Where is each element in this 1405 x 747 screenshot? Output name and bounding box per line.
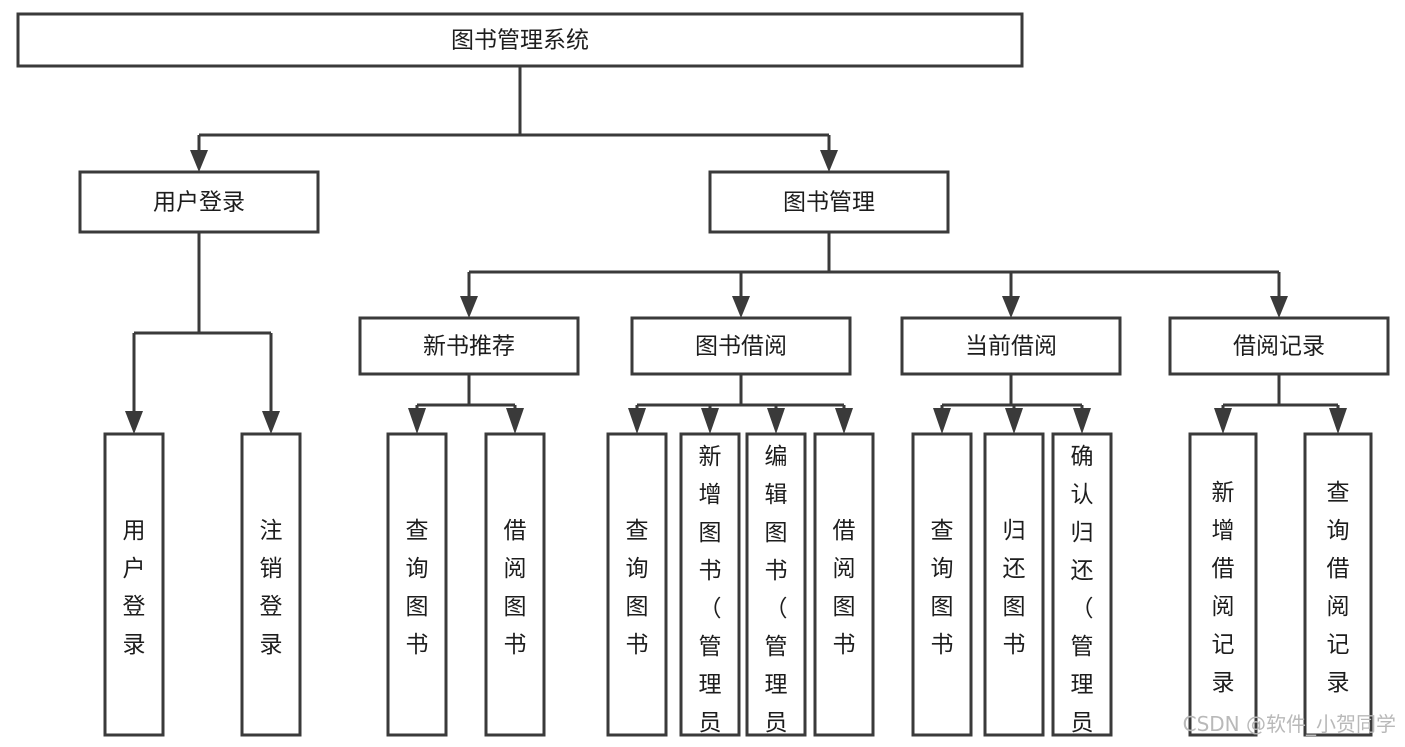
- arrow-head-leaf-borrow-book-1: [506, 408, 524, 434]
- node-leaf-borrow-book-2[interactable]: 借阅图书: [813, 432, 875, 737]
- arrow-head-leaf-query-book-3: [933, 408, 951, 434]
- arrow-head-leaf-logout: [262, 411, 280, 434]
- node-leaf-add-book-box[interactable]: [679, 432, 741, 737]
- node-borrow-record-label: 借阅记录: [1233, 334, 1325, 360]
- node-user-login-label: 用户登录: [153, 190, 245, 216]
- node-book-manage-box[interactable]: [708, 170, 950, 234]
- arrow-head-leaf-edit-book: [767, 408, 785, 434]
- arrow-head-leaf-borrow-book-2: [835, 408, 853, 434]
- node-leaf-query-record[interactable]: 查询借阅记录: [1303, 432, 1373, 737]
- node-leaf-user-login-label: 用户登录: [123, 518, 146, 658]
- arrow-head-book-manage: [820, 150, 838, 172]
- node-current-borrow[interactable]: 当前借阅: [900, 316, 1122, 376]
- node-leaf-add-record-box[interactable]: [1188, 432, 1258, 737]
- node-leaf-query-book-3[interactable]: 查询图书: [911, 432, 973, 737]
- node-leaf-logout-label: 注销登录: [260, 518, 283, 658]
- node-leaf-edit-book-label: 编辑图书（管理员）: [765, 444, 788, 747]
- node-leaf-query-book-2[interactable]: 查询图书: [606, 432, 668, 737]
- arrow-head-book-borrow: [732, 296, 750, 318]
- node-leaf-user-login-box[interactable]: [103, 432, 165, 737]
- node-user-login-box[interactable]: [78, 170, 320, 234]
- node-book-manage-label: 图书管理: [783, 190, 875, 216]
- arrow-head-new-book-rec: [460, 296, 478, 318]
- node-leaf-borrow-book-1-box[interactable]: [484, 432, 546, 737]
- node-new-book-rec-box[interactable]: [358, 316, 580, 376]
- node-leaf-edit-book[interactable]: 编辑图书（管理员）: [745, 432, 807, 747]
- node-leaf-borrow-book-2-label: 借阅图书: [833, 518, 856, 658]
- node-new-book-rec[interactable]: 新书推荐: [358, 316, 580, 376]
- node-leaf-query-record-box[interactable]: [1303, 432, 1373, 737]
- node-borrow-record[interactable]: 借阅记录: [1168, 316, 1390, 376]
- arrow-head-leaf-add-record: [1214, 408, 1232, 434]
- node-leaf-borrow-book-1[interactable]: 借阅图书: [484, 432, 546, 737]
- node-borrow-record-box[interactable]: [1168, 316, 1390, 376]
- node-leaf-logout[interactable]: 注销登录: [240, 432, 302, 737]
- node-current-borrow-box[interactable]: [900, 316, 1122, 376]
- node-leaf-add-record-label: 新增借阅记录: [1212, 480, 1235, 696]
- node-book-borrow[interactable]: 图书借阅: [630, 316, 852, 376]
- arrow-head-current-borrow: [1002, 296, 1020, 318]
- node-user-login[interactable]: 用户登录: [78, 170, 320, 234]
- csdn-watermark: CSDN @软件_小贺同学: [1183, 712, 1396, 736]
- arrow-head-borrow-record: [1270, 296, 1288, 318]
- arrow-head-leaf-confirm-return: [1073, 408, 1091, 434]
- arrow-head-leaf-add-book: [701, 408, 719, 434]
- node-book-manage[interactable]: 图书管理: [708, 170, 950, 234]
- node-leaf-return-book-label: 归还图书: [1003, 518, 1026, 658]
- arrow-head-leaf-query-book-1: [408, 408, 426, 434]
- node-leaf-query-book-2-box[interactable]: [606, 432, 668, 737]
- node-current-borrow-label: 当前借阅: [965, 334, 1057, 360]
- node-root-box[interactable]: [16, 12, 1024, 68]
- connector-layer: [125, 66, 1347, 434]
- node-book-borrow-label: 图书借阅: [695, 334, 787, 360]
- arrow-head-leaf-return-book: [1005, 408, 1023, 434]
- node-leaf-query-book-2-label: 查询图书: [626, 518, 649, 658]
- arrow-head-leaf-query-book-2: [628, 408, 646, 434]
- node-leaf-query-book-1[interactable]: 查询图书: [386, 432, 448, 737]
- node-leaf-edit-book-box[interactable]: [745, 432, 807, 737]
- node-root-label: 图书管理系统: [451, 28, 589, 54]
- node-leaf-logout-box[interactable]: [240, 432, 302, 737]
- node-book-borrow-box[interactable]: [630, 316, 852, 376]
- node-leaf-query-book-3-box[interactable]: [911, 432, 973, 737]
- node-leaf-return-book-box[interactable]: [983, 432, 1045, 737]
- node-leaf-borrow-book-2-box[interactable]: [813, 432, 875, 737]
- node-leaf-query-book-3-label: 查询图书: [931, 518, 954, 658]
- node-leaf-return-book[interactable]: 归还图书: [983, 432, 1045, 737]
- node-leaf-confirm-return-label: 确认归还（管理员）: [1071, 444, 1094, 747]
- arrow-head-leaf-query-record: [1329, 408, 1347, 434]
- arrow-head-leaf-user-login: [125, 411, 143, 434]
- arrow-head-user-login: [190, 150, 208, 172]
- node-leaf-borrow-book-1-label: 借阅图书: [504, 518, 527, 658]
- node-leaf-confirm-return-box[interactable]: [1051, 432, 1113, 737]
- node-leaf-query-book-1-box[interactable]: [386, 432, 448, 737]
- node-leaf-add-book[interactable]: 新增图书（管理员）: [679, 432, 741, 747]
- node-leaf-query-book-1-label: 查询图书: [406, 518, 429, 658]
- node-leaf-confirm-return[interactable]: 确认归还（管理员）: [1051, 432, 1113, 747]
- node-leaf-user-login[interactable]: 用户登录: [103, 432, 165, 737]
- node-leaf-query-record-label: 查询借阅记录: [1327, 480, 1350, 696]
- node-leaf-add-record[interactable]: 新增借阅记录: [1188, 432, 1258, 737]
- node-root[interactable]: 图书管理系统: [16, 12, 1024, 68]
- node-new-book-rec-label: 新书推荐: [423, 334, 515, 360]
- node-leaf-add-book-label: 新增图书（管理员）: [699, 444, 722, 747]
